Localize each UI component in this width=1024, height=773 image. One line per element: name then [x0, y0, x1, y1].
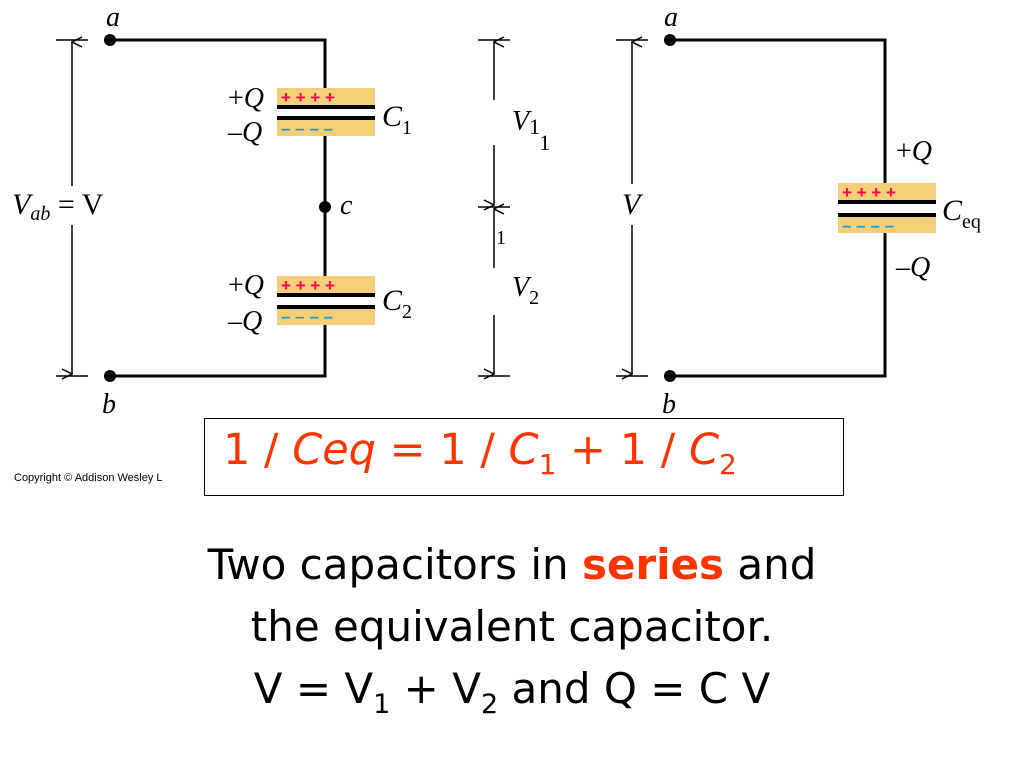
c1-minus-q: –Q — [227, 117, 262, 148]
series-capacitance-formula: 1 / Ceq = 1 / C1 + 1 / C2 — [223, 425, 737, 481]
terminal-b — [104, 370, 116, 382]
eq-node-a-label: a — [664, 2, 678, 33]
c2-minus-signs: – – – – — [281, 307, 333, 326]
c1-plus-signs: + + + + — [281, 88, 335, 107]
eq-terminal-b — [664, 370, 676, 382]
copyright-notice: Copyright © Addison Wesley L — [14, 472, 163, 484]
node-c — [319, 201, 331, 213]
ceq-minus-signs: – – – – — [842, 216, 894, 235]
node-c-label: c — [340, 190, 353, 221]
voltage-dimensions: V11 1 V2 — [478, 0, 550, 376]
series-circuit: a b c Vab = V + + + + – – – – +Q –Q C1 +… — [12, 2, 412, 420]
v1-stray-subscript: 1 — [496, 227, 506, 249]
formula-box: 1 / Ceq = 1 / C1 + 1 / C2 — [204, 418, 844, 496]
capacitor-ceq: + + + + – – – – +Q –Q Ceq — [838, 136, 981, 283]
terminal-a — [104, 34, 116, 46]
c1-minus-fill — [277, 118, 375, 136]
ceq-plus-signs: + + + + — [842, 183, 896, 202]
ceq-plus-q: +Q — [896, 136, 932, 167]
capacitor-c1: + + + + – – – – +Q –Q C1 — [227, 83, 412, 148]
ceq-minus-q: –Q — [895, 252, 930, 283]
c1-label: C1 — [382, 100, 412, 139]
c1-minus-signs: – – – – — [281, 119, 333, 138]
caption-line-1: Two capacitors in series and — [207, 540, 817, 589]
eq-v-label: V — [622, 188, 644, 221]
c2-plus-q: +Q — [228, 270, 264, 301]
node-a-label: a — [106, 2, 120, 33]
v1-label-text: V11 — [512, 106, 550, 155]
c2-plus-signs: + + + + — [281, 276, 335, 295]
equivalent-circuit: a b V + + + + – – – – +Q –Q Ceq — [616, 2, 981, 420]
caption-line-2: the equivalent capacitor. — [250, 602, 774, 651]
vab-label: Vab = V — [12, 188, 104, 225]
c1-plus-fill — [277, 88, 375, 106]
c2-minus-q: –Q — [227, 306, 262, 337]
eq-wire-bottom — [670, 230, 887, 378]
eq-wire-top — [670, 38, 887, 184]
wire-top — [110, 38, 327, 88]
eq-node-b-label: b — [662, 389, 676, 420]
node-b-label: b — [102, 389, 116, 420]
ceq-label: Ceq — [942, 194, 981, 233]
ceq-plus-fill — [838, 183, 936, 201]
capacitor-c2: + + + + – – – – +Q –Q C2 — [227, 270, 412, 337]
ceq-minus-fill — [838, 215, 936, 233]
c2-minus-fill — [277, 307, 375, 325]
wire-bottom — [110, 325, 327, 378]
c2-plus-fill — [277, 276, 375, 294]
c1-plus-q: +Q — [228, 83, 264, 114]
c2-label: C2 — [382, 284, 412, 323]
eq-terminal-a — [664, 34, 676, 46]
caption-line-3: V = V1 + V2 and Q = C V — [253, 664, 771, 720]
v2-label: V2 — [512, 272, 539, 309]
